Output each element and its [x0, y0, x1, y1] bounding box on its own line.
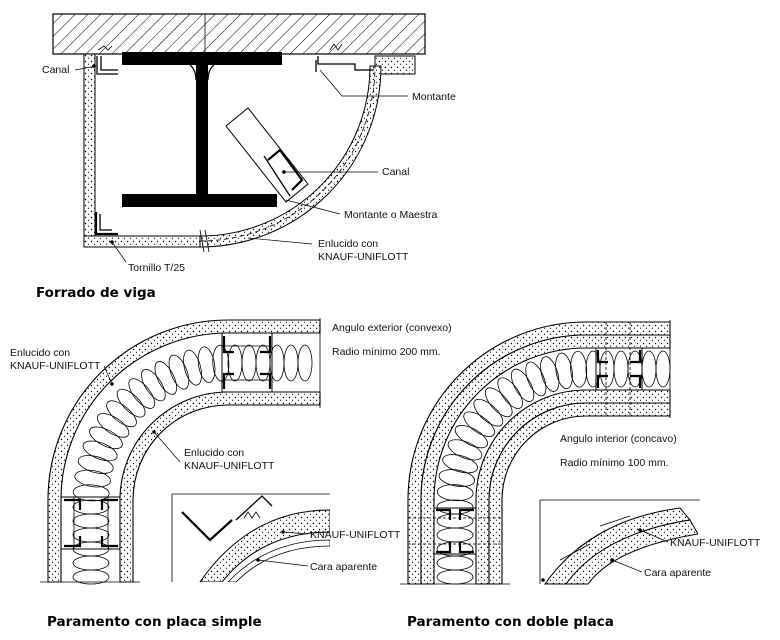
stud-profiles-double — [408, 322, 643, 555]
insulation-loop — [116, 388, 146, 418]
left-board — [83, 53, 96, 245]
label-radio-200: Radio mínimo 200 mm. — [332, 346, 441, 358]
label-simple-detail-uniflott: KNAUF-UNIFLOTT — [310, 529, 401, 541]
title-doble-placa: Paramento con doble placa — [407, 614, 614, 630]
insulation-loop — [497, 377, 523, 409]
label-enlucido-line1: Enlucido con — [318, 238, 378, 250]
beam-section-diagram: Canal Montante Canal Montante o Maestra … — [36, 13, 456, 301]
insulation-loop — [106, 400, 137, 428]
double-plate-diagram: Angulo interior (concavo) Radio mínimo 1… — [400, 320, 761, 630]
insulation-loop — [436, 484, 474, 502]
insulation-loop — [599, 350, 615, 388]
label-simple-detail-cara: Cara aparente — [310, 561, 377, 573]
insulation-loop — [89, 426, 123, 450]
insulation-loop — [473, 398, 504, 427]
insulation-loop — [484, 387, 513, 418]
canal-top-left — [92, 45, 118, 75]
ceiling-slab — [52, 13, 426, 55]
bottom-board — [83, 235, 203, 248]
insulation-loop — [241, 344, 257, 382]
label-montante: Montante — [412, 91, 456, 103]
label-enlucido-a-line2: KNAUF-UNIFLOTT — [10, 360, 101, 372]
label-angulo-interior: Angulo interior (concavo) — [560, 433, 677, 445]
insulation-loop — [128, 378, 156, 409]
insulation-loop — [436, 499, 474, 515]
insulation-loop — [82, 440, 118, 462]
insulation-loop — [641, 350, 657, 388]
insulation-loop — [454, 425, 488, 449]
insulation-loop — [570, 350, 588, 388]
insulation-loop — [436, 555, 474, 571]
diagonal-canal — [225, 107, 309, 203]
insulation-loop — [613, 350, 629, 388]
insulation-loops — [72, 344, 313, 585]
insulation-loop — [297, 344, 313, 382]
insulation-loop — [74, 469, 111, 488]
montante-profile — [315, 43, 374, 72]
insulation-loop — [555, 352, 573, 390]
label-double-detail-cara: Cara aparente — [644, 567, 711, 579]
insulation-loop — [255, 344, 271, 382]
simple-plate-diagram: Angulo exterior (convexo) Radio mínimo 2… — [10, 318, 452, 630]
insulation-loop — [227, 344, 243, 382]
insulation-loop — [525, 361, 547, 397]
insulation-loop — [72, 555, 110, 571]
insulation-loop — [540, 356, 560, 392]
insulation-loop — [72, 499, 110, 515]
insulation-loop — [442, 454, 478, 474]
insulation-loop — [283, 344, 299, 382]
title-forrado-de-viga: Forrado de viga — [36, 285, 156, 301]
insulation-loop — [655, 350, 671, 388]
label-enlucido-a-line1: Enlucido con — [10, 347, 70, 359]
insulation-loop — [154, 361, 178, 395]
insulation-loop — [197, 346, 216, 383]
inner-board — [119, 391, 321, 583]
insulation-loop — [72, 484, 110, 502]
label-double-detail-uniflott: KNAUF-UNIFLOTT — [670, 537, 761, 549]
insulation-loop — [436, 513, 474, 529]
insulation-loop — [141, 368, 166, 402]
label-radio-100: Radio mínimo 100 mm. — [560, 457, 669, 469]
insulation-loop — [183, 349, 202, 386]
insulation-loop — [511, 368, 535, 402]
label-canal-top: Canal — [42, 64, 69, 76]
i-beam — [122, 52, 282, 207]
insulation-loops-double — [436, 350, 671, 585]
insulation-loop — [72, 513, 110, 529]
label-enlucido-line2: KNAUF-UNIFLOTT — [318, 251, 409, 263]
label-enlucido-b-line2: KNAUF-UNIFLOTT — [184, 460, 275, 472]
insulation-loop — [168, 354, 190, 390]
stud-profiles — [60, 332, 273, 550]
insulation-loop — [96, 413, 130, 438]
top-right-board — [374, 55, 416, 75]
curved-board — [199, 65, 382, 248]
insulation-loop — [72, 569, 110, 585]
label-canal-right: Canal — [382, 166, 409, 178]
label-angulo-exterior: Angulo exterior (convexo) — [332, 322, 452, 334]
insulation-loop — [438, 469, 476, 487]
insulation-loop — [72, 527, 110, 543]
double-detail-inset: KNAUF-UNIFLOTT Cara aparente — [539, 499, 761, 585]
insulation-loop — [77, 455, 114, 474]
insulation-loop — [436, 527, 474, 543]
label-tornillo: Tornillo T/25 — [128, 262, 185, 274]
label-montante-maestra: Montante o Maestra — [344, 209, 438, 221]
label-enlucido-b-line1: Enlucido con — [184, 447, 244, 459]
insulation-loop — [463, 411, 495, 437]
title-placa-simple: Paramento con placa simple — [47, 614, 262, 630]
insulation-loop — [436, 569, 474, 585]
simple-detail-inset: KNAUF-UNIFLOTT Cara aparente — [171, 493, 401, 582]
insulation-loop — [447, 439, 483, 461]
